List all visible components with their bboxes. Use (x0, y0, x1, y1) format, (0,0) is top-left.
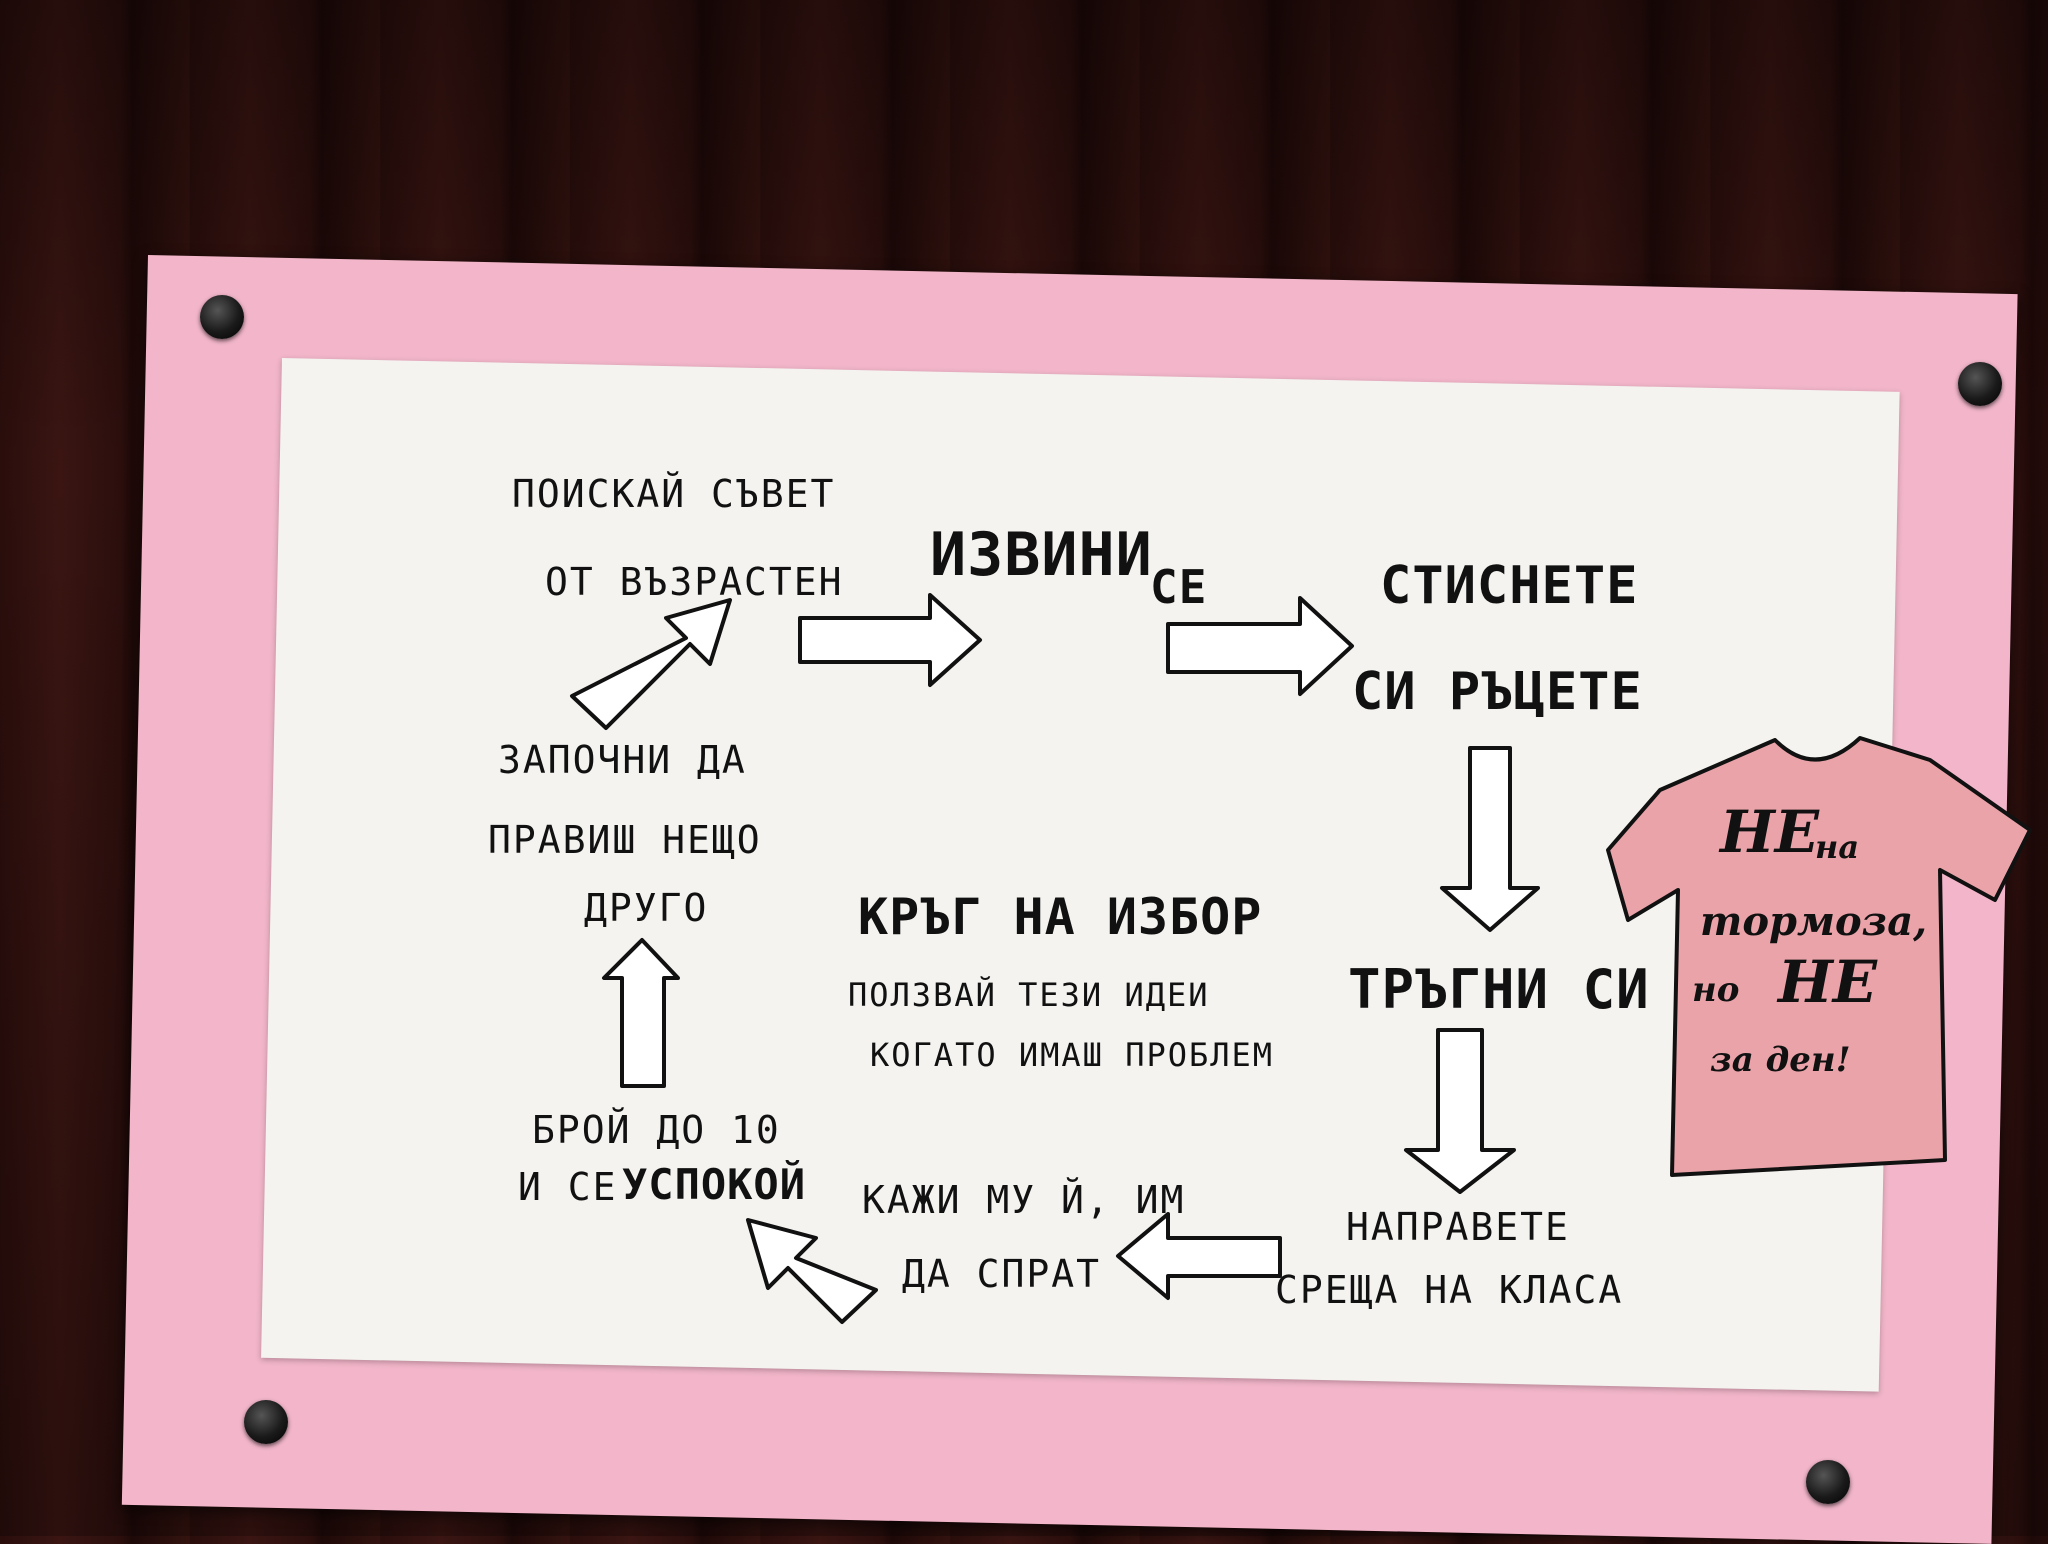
class-meeting-line2: СРЕЩА НА КЛАСА (1275, 1268, 1624, 1312)
shake-hands-line2: СИ РЪЦЕТЕ (1352, 662, 1643, 722)
count-to-ten-line2b: УСПОКОЙ (622, 1160, 807, 1209)
arrow-right-1 (798, 593, 982, 687)
tshirt-line1b: на (1815, 828, 1860, 866)
count-to-ten-line1: БРОЙ ДО 10 (532, 1108, 781, 1152)
start-something-line3: ДРУГО (584, 886, 709, 930)
start-something-line2: ПРАВИШ НЕЩО (488, 818, 762, 862)
arrow-left-1 (1116, 1212, 1282, 1300)
class-meeting-line1: НАПРАВЕТЕ (1346, 1205, 1570, 1249)
poster-title: КРЪГ НА ИЗБОР (858, 888, 1263, 946)
tshirt-line3a: но (1692, 970, 1740, 1010)
tshirt-shape (1606, 736, 2032, 1177)
start-something-line1: ЗАПОЧНИ ДА (498, 738, 747, 782)
count-to-ten-line2a: И СЕ (518, 1165, 618, 1209)
arrow-diagonal-2 (570, 598, 732, 730)
apologize-word: ИЗВИНИ (930, 520, 1153, 590)
pin-top-left (200, 295, 244, 339)
pin-top-right (1958, 362, 2002, 406)
tshirt-line2: тормоза, (1700, 898, 1928, 945)
tshirt-cutout: НЕ на тормоза, но НЕ за ден! (1600, 720, 2040, 1180)
tshirt-line4: за ден! (1710, 1040, 1851, 1080)
tell-them-line2: ДА СПРАТ (902, 1252, 1102, 1296)
shake-hands-line1: СТИСНЕТЕ (1380, 556, 1639, 616)
arrow-down-2 (1404, 1028, 1516, 1194)
tshirt-line1a: НЕ (1720, 798, 1820, 866)
pin-bottom-right (1806, 1460, 1850, 1504)
arrow-diagonal-1 (746, 1218, 878, 1324)
leave-step: ТРЪГНИ СИ (1348, 958, 1650, 1021)
arrow-down-1 (1440, 746, 1540, 932)
poster-subtitle-line1: ПОЛЗВАЙ ТЕЗИ ИДЕИ (848, 976, 1210, 1014)
ask-advice-line1: ПОИСКАЙ СЪВЕТ (512, 472, 836, 516)
tell-them-line1: КАЖИ МУ Й, ИМ (862, 1178, 1186, 1222)
tshirt-line3b: НЕ (1778, 948, 1878, 1016)
poster-subtitle-line2: КОГАТО ИМАШ ПРОБЛЕМ (870, 1036, 1275, 1074)
arrow-up-1 (602, 938, 680, 1088)
pin-bottom-left (244, 1400, 288, 1444)
arrow-right-2 (1166, 596, 1354, 696)
apologize-suffix: СЕ (1150, 560, 1208, 614)
ask-advice-line2: ОТ ВЪЗРАСТЕН (545, 560, 844, 604)
